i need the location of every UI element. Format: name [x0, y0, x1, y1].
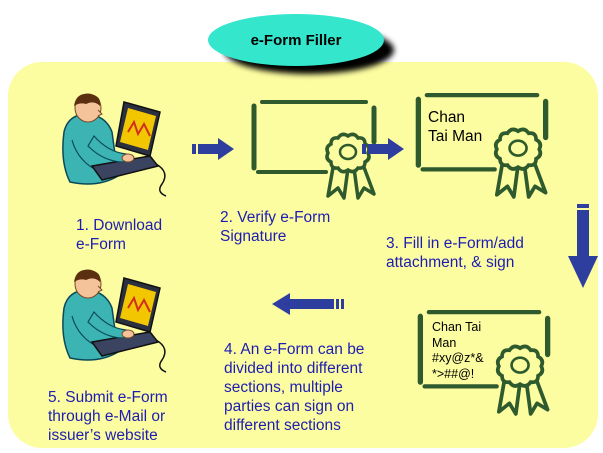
person-at-laptop-icon	[61, 268, 167, 373]
step-2-label: 2. Verify e-Form Signature	[220, 209, 331, 245]
certificate-text-step-3: Chan Tai Man	[428, 109, 483, 145]
step-4-label: 4. An e-Form can be divided into differe…	[224, 341, 365, 434]
certificate-text-step-4: Chan Tai Man #xy@z*& *>##@!	[432, 320, 484, 381]
title-ellipse: e-Form Filler	[208, 14, 384, 66]
step-5-label: 5. Submit e-Form through e-Mail or issue…	[48, 389, 168, 444]
arrow-icon	[568, 204, 598, 288]
certificate-icon	[412, 90, 552, 202]
step-1-label: 1. Download e-Form	[76, 217, 163, 253]
certificate-icon	[248, 98, 380, 202]
step-3-label: 3. Fill in e-Form/add attachment, & sign	[386, 235, 524, 271]
diagram-title: e-Form Filler	[250, 31, 342, 49]
arrow-icon	[192, 138, 234, 160]
arrow-icon	[272, 293, 344, 315]
arrow-icon	[362, 138, 404, 160]
person-at-laptop-icon	[61, 92, 167, 197]
title-bubble: e-Form Filler	[208, 12, 394, 74]
